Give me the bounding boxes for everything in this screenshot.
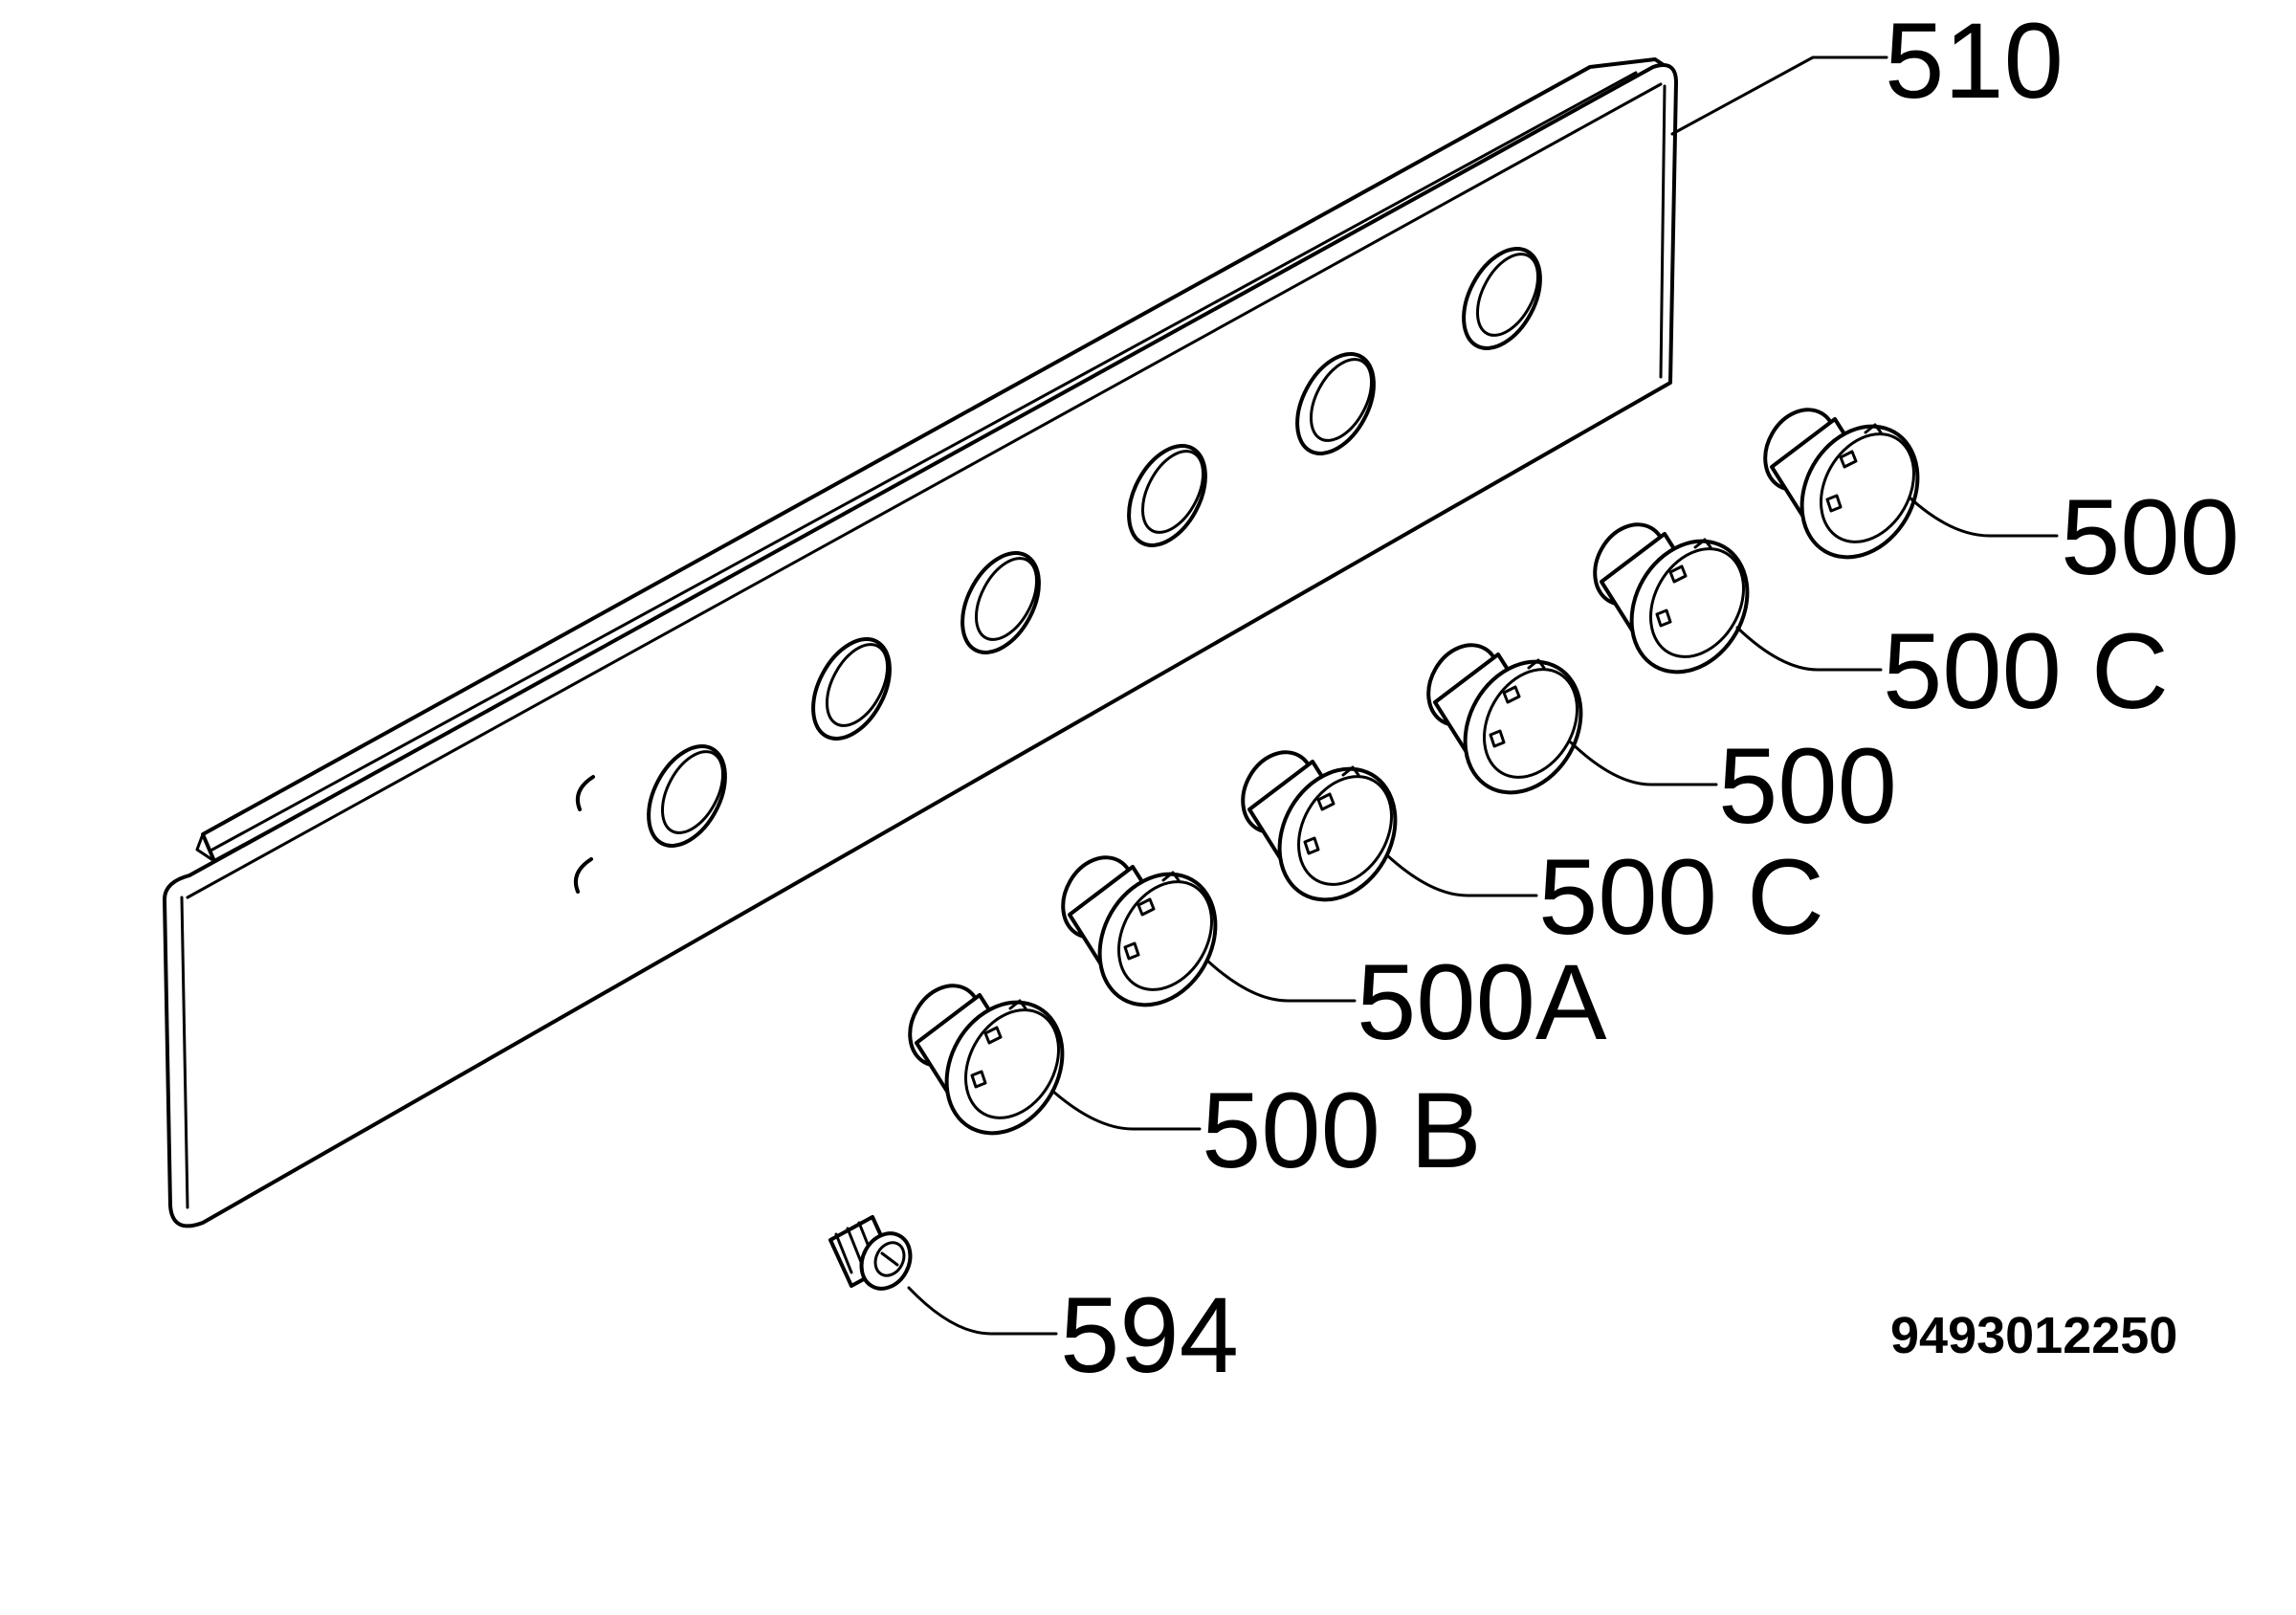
knob-holes — [647, 247, 1542, 848]
knob-2 — [1578, 509, 1773, 696]
part-label-594: 594 — [1060, 1275, 1239, 1395]
panel-front-face — [163, 63, 1678, 1228]
panel-rail-hook — [195, 832, 216, 863]
leader-line-knob-3 — [1569, 741, 1718, 786]
panel-right-edge — [1659, 84, 1667, 379]
panel-bevel-line — [186, 82, 1663, 899]
knob-hole-4 — [1127, 444, 1207, 547]
knob-4 — [1226, 737, 1421, 923]
knob-hole-5 — [1295, 352, 1376, 455]
knob-1 — [1749, 394, 1943, 581]
part-label-knob-4: 500 C — [1538, 837, 1824, 957]
knob-5 — [1047, 842, 1241, 1029]
knob-hole-2 — [811, 637, 892, 741]
indicator-hole-1 — [575, 775, 595, 811]
part-label-knob-6: 500 B — [1202, 1071, 1482, 1190]
leader-line-510 — [1670, 55, 1888, 136]
leader-line-knob-5 — [1205, 959, 1357, 1003]
knob-hole-6 — [1462, 247, 1542, 350]
knob-3 — [1412, 630, 1606, 816]
part-label-knob-2: 500 C — [1883, 611, 2169, 731]
screw — [828, 1215, 913, 1291]
leader-line-knob-2 — [1735, 626, 1883, 672]
indicator-hole-2 — [573, 857, 593, 894]
part-label-knob-5: 500A — [1357, 942, 1607, 1062]
part-label-knob-1: 500 — [2061, 477, 2240, 597]
drawing-number: 9493012250 — [1890, 1307, 2177, 1364]
leader-line-knob-6 — [1050, 1089, 1202, 1131]
panel-left-edge — [180, 896, 189, 1209]
part-label-510: 510 — [1885, 1, 2064, 121]
leader-line-knob-1 — [1908, 496, 2059, 538]
knob-hole-1 — [647, 744, 727, 848]
leader-line-594 — [907, 1286, 1058, 1336]
leader-line-knob-4 — [1385, 853, 1538, 897]
knob-hole-3 — [960, 551, 1041, 654]
panel-rail-line — [210, 71, 1638, 852]
knob-6 — [894, 970, 1088, 1157]
part-label-knob-3: 500 — [1718, 726, 1897, 846]
control-panel — [163, 57, 1678, 1228]
